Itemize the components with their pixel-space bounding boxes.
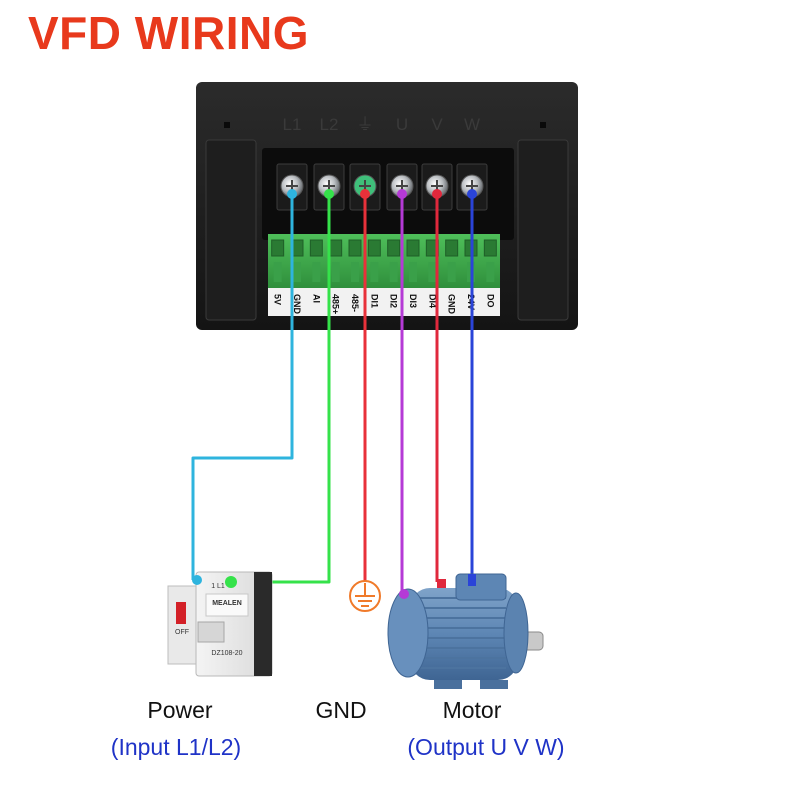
control-label-0: 5V	[273, 294, 283, 305]
page-title: VFD WIRING	[28, 7, 309, 59]
caption-power: Power	[147, 697, 213, 723]
control-slot-11	[483, 239, 497, 257]
motor-foot-right	[480, 680, 508, 689]
breaker-off-label: OFF	[175, 629, 189, 636]
caption-motor-sub: (Output U V W)	[407, 734, 565, 760]
control-slot-7	[406, 239, 420, 257]
control-screw-3	[331, 262, 340, 282]
control-slot-5	[367, 239, 381, 257]
control-label-11: DO	[485, 294, 495, 308]
control-slot-4	[348, 239, 362, 257]
control-screw-6	[389, 262, 398, 282]
terminal-label-2: ⏚	[357, 115, 374, 134]
control-screw-1	[293, 262, 301, 282]
caption-gnd: GND	[315, 697, 367, 723]
terminal-label-1: L2	[320, 115, 339, 134]
wires	[191, 189, 477, 594]
control-label-8: DI4	[427, 294, 437, 308]
breaker-toggle	[197, 621, 225, 643]
control-screw-2	[312, 262, 321, 282]
circuit-breaker: MEALEN DZ108-20 1 L1 OFF ON	[167, 571, 273, 677]
vfd-screw-hole-left	[224, 122, 230, 128]
control-screw-9	[447, 262, 456, 282]
terminal-label-5: W	[464, 115, 480, 134]
wire-0	[191, 194, 294, 580]
motor	[387, 573, 544, 689]
breaker-l1-terminal	[192, 575, 202, 585]
breaker-dark-side	[254, 572, 272, 676]
motor-w-connection	[468, 574, 476, 586]
breaker-red-marker	[176, 602, 186, 624]
caption-motor: Motor	[442, 697, 502, 723]
breaker-label-plate	[205, 593, 249, 617]
control-terminal-block	[268, 234, 500, 288]
control-slot-6	[387, 239, 401, 257]
control-screw-11	[486, 262, 495, 282]
breaker-model: DZ108-20	[211, 650, 242, 657]
control-screw-7	[409, 262, 417, 282]
motor-fan-cover	[387, 588, 429, 678]
control-label-9: GND	[447, 294, 457, 315]
breaker-l2-terminal	[225, 576, 237, 588]
control-label-5: DI1	[369, 294, 379, 308]
wire-terminal-dot-4	[432, 189, 442, 199]
control-label-1: GND	[292, 294, 302, 315]
ground-symbol	[349, 580, 381, 612]
control-screw-5	[370, 262, 379, 282]
control-label-4: 485-	[350, 294, 360, 312]
vfd-right-panel	[517, 139, 569, 321]
motor-end-bell	[503, 592, 529, 674]
terminal-label-4: V	[431, 115, 443, 134]
motor-v-connection	[437, 579, 446, 588]
wire-terminal-dot-1	[324, 189, 334, 199]
control-slot-3	[329, 239, 343, 257]
control-slot-9	[445, 239, 459, 257]
terminal-label-3: U	[396, 115, 408, 134]
wire-terminal-dot-3	[397, 189, 407, 199]
breaker-brand: MEALEN	[212, 600, 242, 607]
control-label-6: DI2	[389, 294, 399, 308]
breaker-terminal-label: 1 L1	[211, 583, 225, 590]
vfd-screw-hole-right	[540, 122, 546, 128]
control-label-strip	[268, 288, 500, 316]
control-slot-0	[271, 239, 285, 257]
terminal-label-0: L1	[283, 115, 302, 134]
control-screw-4	[351, 262, 359, 282]
motor-terminal-box	[455, 573, 507, 601]
wire-terminal-dot-5	[467, 189, 477, 199]
caption-power-sub: (Input L1/L2)	[110, 734, 242, 760]
wire-terminal-dot-2	[360, 189, 370, 199]
wire-terminal-dot-0	[287, 189, 297, 199]
control-screw-0	[273, 262, 282, 282]
vfd-left-panel	[205, 139, 257, 321]
control-slot-2	[309, 239, 323, 257]
control-label-3: 485+	[331, 294, 341, 314]
control-label-7: DI3	[408, 294, 418, 308]
motor-u-connection	[399, 589, 409, 599]
control-screw-8	[428, 262, 437, 282]
control-label-2: AI	[311, 294, 321, 303]
motor-foot-left	[434, 680, 462, 689]
